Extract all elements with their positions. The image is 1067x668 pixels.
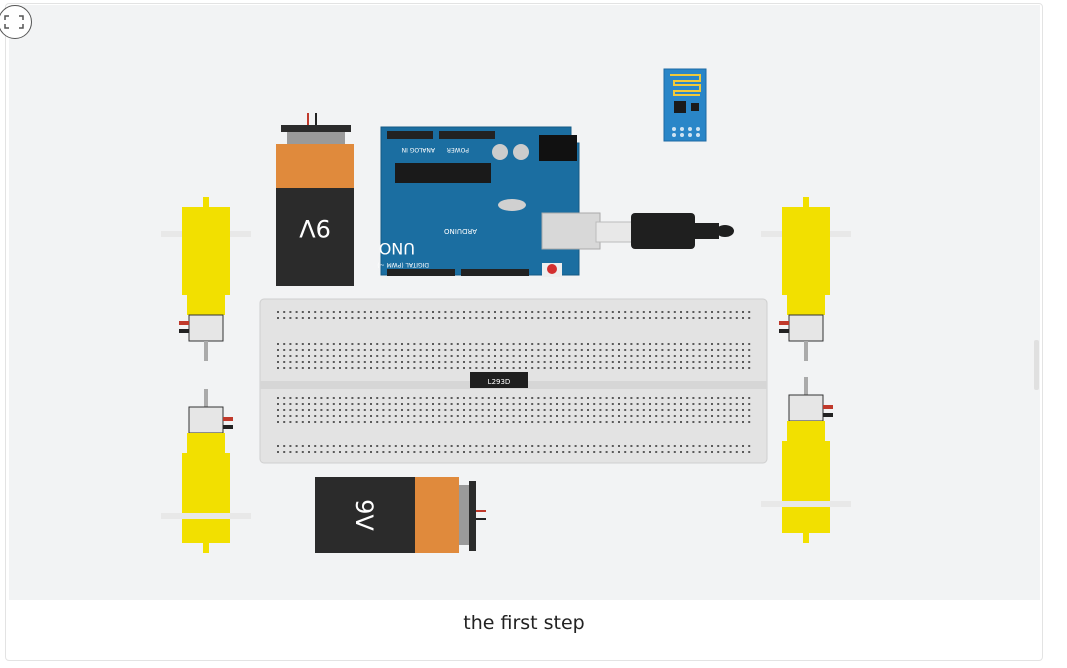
chip-label: L293D [488, 378, 511, 386]
battery-top-label: 9V [299, 214, 331, 242]
image-caption: the first step [463, 612, 585, 634]
arduino-brand-label: ARDUINO [444, 227, 477, 235]
arduino-model-label: UNO [379, 239, 415, 258]
arduino-power-label: POWER [447, 146, 469, 153]
battery-9v-bottom[interactable]: 9V [315, 477, 486, 553]
l293d-chip[interactable]: L293D [470, 372, 528, 388]
arduino-uno[interactable]: ANALOG IN POWER UNO ARDUINO DIGITAL (PWM… [377, 126, 601, 277]
motor-bottom-left[interactable] [161, 389, 251, 553]
expand-icon[interactable] [0, 5, 32, 39]
circuit-drawing: 9V ANALOG IN POWER UNO ARDUINO DIGITAL (… [161, 68, 851, 553]
battery-9v-top[interactable]: 9V [276, 113, 354, 286]
motor-top-right[interactable] [761, 197, 851, 361]
circuit-canvas[interactable]: 9V ANALOG IN POWER UNO ARDUINO DIGITAL (… [9, 5, 1040, 600]
arduino-digital-label: DIGITAL (PWM ~) [377, 261, 429, 268]
battery-bottom-label: 9V [350, 499, 378, 531]
side-handle[interactable] [1034, 340, 1039, 390]
motor-bottom-right[interactable] [761, 377, 851, 543]
arduino-analog-label: ANALOG IN [402, 146, 435, 153]
motor-top-left[interactable] [161, 197, 251, 361]
esp8266-module[interactable] [663, 68, 707, 142]
usb-cable[interactable] [595, 213, 734, 249]
